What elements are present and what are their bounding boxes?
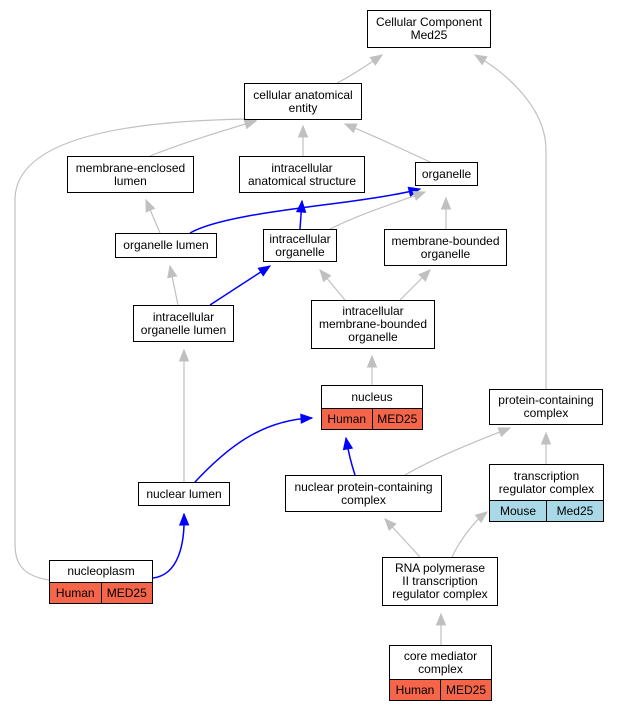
node-npcc[interactable]: nuclear protein-containing complex [285, 475, 442, 512]
arrowhead [366, 354, 378, 368]
edge-iol-ol [167, 264, 179, 306]
species-label: Human [395, 682, 435, 697]
edge-trc-pcc [540, 431, 552, 464]
arrowhead [497, 427, 512, 438]
node-mbo[interactable]: membrane-bounded organelle [384, 229, 507, 266]
node-label: Cellular Component Med25 [375, 15, 483, 42]
edge-cmc-rnap [435, 612, 447, 645]
annotation-row: Human MED25 [322, 408, 422, 429]
node-cae[interactable]: cellular anatomical entity [244, 83, 362, 120]
gene-label: MED25 [371, 409, 423, 429]
node-cc[interactable]: Cellular Component Med25 [367, 10, 491, 48]
node-label: intracellular organelle [269, 231, 331, 259]
edge-mbo-org [440, 196, 452, 229]
edge-org-cae [343, 123, 431, 163]
gene-label: MED25 [100, 583, 153, 603]
node-rnap[interactable]: RNA polymerase II transcription regulato… [382, 557, 498, 606]
node-label: cellular anatomical entity [253, 87, 353, 115]
gene-label: Med25 [546, 501, 603, 521]
node-label: RNA polymerase II transcription regulato… [392, 561, 488, 601]
species-label: Mouse [499, 503, 537, 518]
edge-iol-io [209, 265, 272, 306]
edge-io-ias [295, 199, 307, 230]
node-label: membrane-enclosed lumen [75, 160, 186, 188]
arrowhead [440, 196, 452, 210]
edge-nl-nuc [194, 413, 314, 483]
arrowhead [473, 54, 488, 66]
species-label: Human [327, 411, 367, 426]
node-ias[interactable]: intracellular anatomical structure [239, 156, 365, 193]
arrowhead [145, 198, 156, 213]
node-io[interactable]: intracellular organelle [263, 229, 337, 262]
annotation-row: Human MED25 [50, 582, 152, 603]
edge-rnap-trc [451, 511, 489, 558]
node-nl[interactable]: nuclear lumen [138, 482, 230, 506]
node-imbo[interactable]: intracellular membrane-bounded organelle [311, 300, 435, 349]
edge-ias-cae [297, 124, 309, 156]
node-label: nuclear lumen [146, 486, 222, 501]
arrowhead [412, 190, 427, 201]
edge-pcc-cc [473, 54, 547, 389]
gene-label: MED25 [440, 680, 491, 700]
arrowhead [178, 512, 190, 526]
node-label: intracellular anatomical structure [247, 160, 357, 188]
node-mel[interactable]: membrane-enclosed lumen [67, 156, 194, 193]
arrowhead [297, 124, 309, 138]
arrowhead [295, 199, 307, 213]
node-label: nucleus [351, 389, 393, 404]
arrowhead [319, 268, 332, 283]
arrowhead [384, 518, 397, 532]
node-pcc[interactable]: protein-containing complex [489, 389, 603, 425]
arrowhead [418, 269, 431, 282]
arrowhead [474, 511, 489, 524]
node-label: organelle lumen [123, 238, 209, 252]
node-label: nuclear protein-containing complex [294, 479, 433, 507]
node-iol[interactable]: intracellular organelle lumen [133, 305, 234, 342]
annotation-row: Human MED25 [390, 679, 491, 700]
species-label: Human [55, 585, 95, 600]
arrowhead [342, 436, 354, 451]
arrowhead [167, 264, 178, 279]
arrowhead [300, 413, 314, 424]
node-ol[interactable]: organelle lumen [115, 233, 217, 258]
node-label: protein-containing complex [498, 393, 594, 420]
edge-cae-cc [336, 54, 384, 84]
arrowhead [178, 348, 190, 362]
edge-nl-iol [178, 348, 190, 482]
node-label: intracellular membrane-bounded organelle [318, 304, 428, 344]
arrowhead [435, 612, 447, 626]
annotation-row: Mouse Med25 [490, 500, 603, 521]
edge-ol-mel [145, 198, 161, 234]
node-org[interactable]: organelle [415, 162, 478, 186]
arrowhead [369, 54, 384, 66]
node-label: intracellular organelle lumen [140, 309, 227, 337]
edge-imbo-mbo [399, 269, 431, 301]
edge-rnap-npcc [384, 518, 421, 558]
node-label: nucleoplasm [67, 564, 135, 578]
arrowhead [257, 265, 272, 277]
arrowhead [540, 431, 552, 445]
edge-nuc-imbo [366, 354, 378, 385]
node-label: core mediator complex [403, 648, 478, 676]
node-label: organelle [421, 166, 472, 181]
node-label: transcription regulator complex [498, 468, 595, 496]
edge-imbo-io [319, 268, 346, 301]
arrowhead [343, 123, 358, 134]
node-label: membrane-bounded organelle [391, 233, 500, 261]
edge-np-nl [152, 512, 190, 579]
edge-npcc-pcc [404, 427, 512, 476]
edge-npcc-nuc [342, 436, 356, 476]
edge-io-org [329, 190, 427, 230]
